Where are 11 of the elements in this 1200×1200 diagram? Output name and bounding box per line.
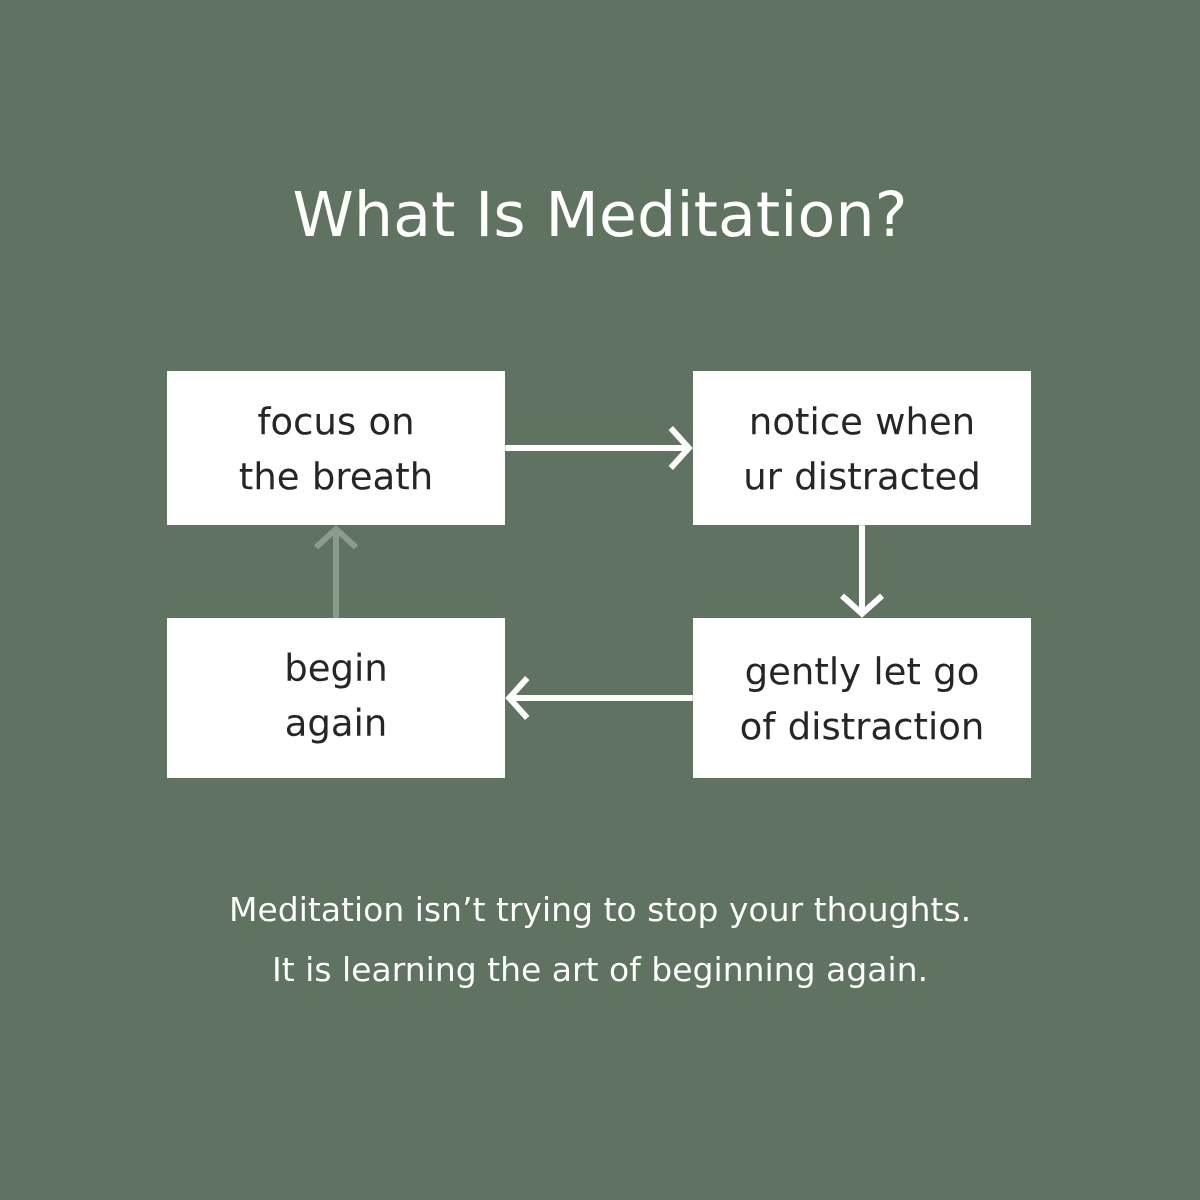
process-box: begin again	[167, 618, 505, 778]
process-box: focus on the breath	[167, 371, 505, 525]
title: What Is Meditation?	[294, 189, 904, 237]
process-box: notice when ur distracted	[693, 371, 1031, 525]
arrow	[505, 676, 693, 720]
arrow	[505, 426, 693, 470]
process-box: gently let go of distraction	[693, 618, 1031, 778]
arrow	[314, 525, 358, 618]
caption-text: It is learning the art of beginning again.	[275, 956, 925, 988]
arrow	[840, 525, 884, 618]
caption-text: Meditation isn’t trying to stop your thoughts.	[232, 896, 968, 928]
